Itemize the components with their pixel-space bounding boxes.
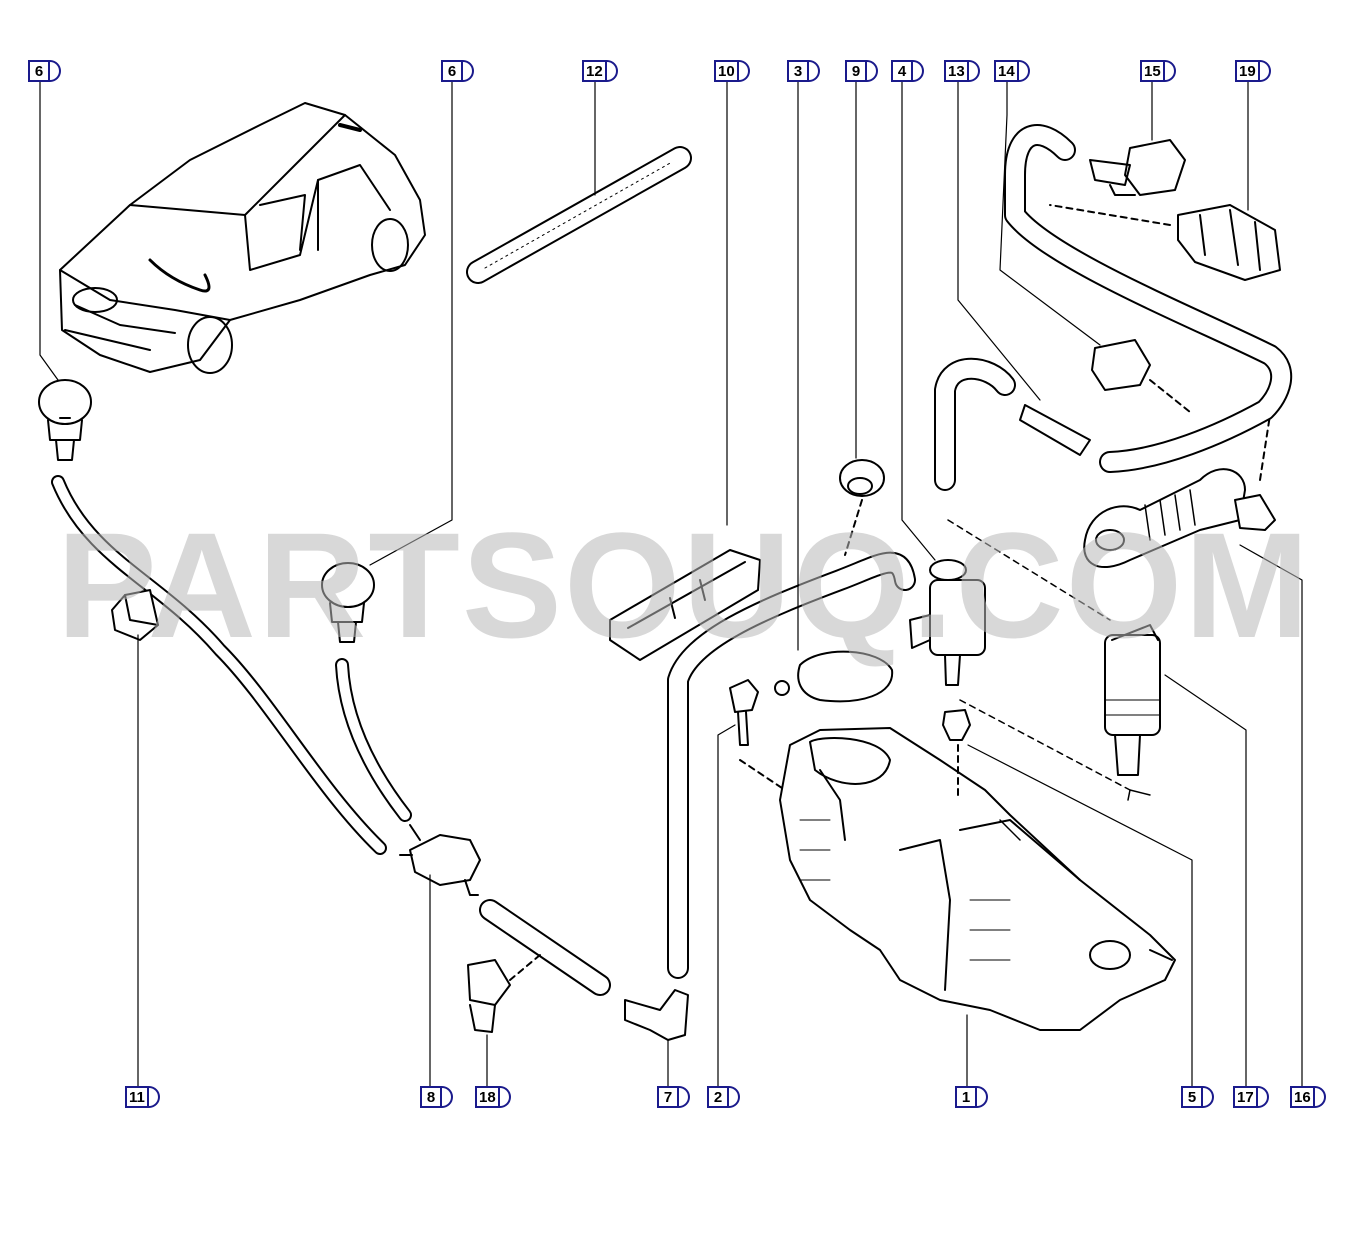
callout-number: 11 xyxy=(125,1086,149,1108)
callout-number: 9 xyxy=(845,60,867,82)
car-illustration xyxy=(59,102,426,374)
hose-assembly-part-16 xyxy=(1083,414,1276,569)
callout-5[interactable]: 5 xyxy=(1181,1086,1214,1108)
washer-jet-left xyxy=(38,379,92,461)
hose-jet-centre xyxy=(335,658,412,822)
callout-9[interactable]: 9 xyxy=(845,60,878,82)
callout-11[interactable]: 11 xyxy=(125,1086,160,1108)
elbow-part-7 xyxy=(624,989,689,1041)
callout-number: 16 xyxy=(1290,1086,1315,1108)
connector-part-8 xyxy=(399,824,481,896)
callout-number: 13 xyxy=(944,60,969,82)
callout-number: 1 xyxy=(955,1086,977,1108)
grommet-part-9 xyxy=(839,459,885,556)
callout-number: 6 xyxy=(28,60,50,82)
pump-part-4 xyxy=(909,559,986,686)
connector-part-13 xyxy=(1019,404,1091,456)
pump-part-17 xyxy=(1104,624,1161,776)
washer-jet-centre xyxy=(321,562,375,643)
callout-3[interactable]: 3 xyxy=(787,60,820,82)
grommet-part-5 xyxy=(942,709,971,801)
callout-7[interactable]: 7 xyxy=(657,1086,690,1108)
callout-number: 15 xyxy=(1140,60,1165,82)
callout-2[interactable]: 2 xyxy=(707,1086,740,1108)
callout-number: 7 xyxy=(657,1086,679,1108)
leader-lines xyxy=(39,81,1303,1087)
cap-part-3 xyxy=(774,650,894,703)
callout-10[interactable]: 10 xyxy=(714,60,750,82)
clip-part-11 xyxy=(111,589,159,641)
callout-number: 4 xyxy=(891,60,913,82)
callout-number: 3 xyxy=(787,60,809,82)
callout-12[interactable]: 12 xyxy=(582,60,618,82)
callout-number: 8 xyxy=(420,1086,442,1108)
callout-18[interactable]: 18 xyxy=(475,1086,511,1108)
connector-part-14 xyxy=(1091,339,1191,413)
bracket-part-19 xyxy=(1049,204,1281,281)
callout-4[interactable]: 4 xyxy=(891,60,924,82)
callout-19[interactable]: 19 xyxy=(1235,60,1271,82)
jet-part-15 xyxy=(1089,139,1186,196)
callout-17[interactable]: 17 xyxy=(1233,1086,1269,1108)
reservoir-part-1 xyxy=(779,727,1176,1031)
callout-6-left[interactable]: 6 xyxy=(28,60,61,82)
callout-6-centre[interactable]: 6 xyxy=(441,60,474,82)
callout-number: 12 xyxy=(582,60,607,82)
bolt-part-2 xyxy=(729,679,786,791)
bracket-part-10 xyxy=(609,549,761,661)
callout-number: 10 xyxy=(714,60,739,82)
callout-8[interactable]: 8 xyxy=(420,1086,453,1108)
callout-number: 6 xyxy=(441,60,463,82)
callout-number: 18 xyxy=(475,1086,500,1108)
callout-number: 19 xyxy=(1235,60,1260,82)
callout-13[interactable]: 13 xyxy=(944,60,980,82)
clip-part-18 xyxy=(467,954,541,1033)
callout-1[interactable]: 1 xyxy=(955,1086,988,1108)
callout-14[interactable]: 14 xyxy=(994,60,1030,82)
callout-number: 14 xyxy=(994,60,1019,82)
callout-number: 5 xyxy=(1181,1086,1203,1108)
callout-number: 17 xyxy=(1233,1086,1258,1108)
callout-15[interactable]: 15 xyxy=(1140,60,1176,82)
callout-16[interactable]: 16 xyxy=(1290,1086,1326,1108)
callout-number: 2 xyxy=(707,1086,729,1108)
